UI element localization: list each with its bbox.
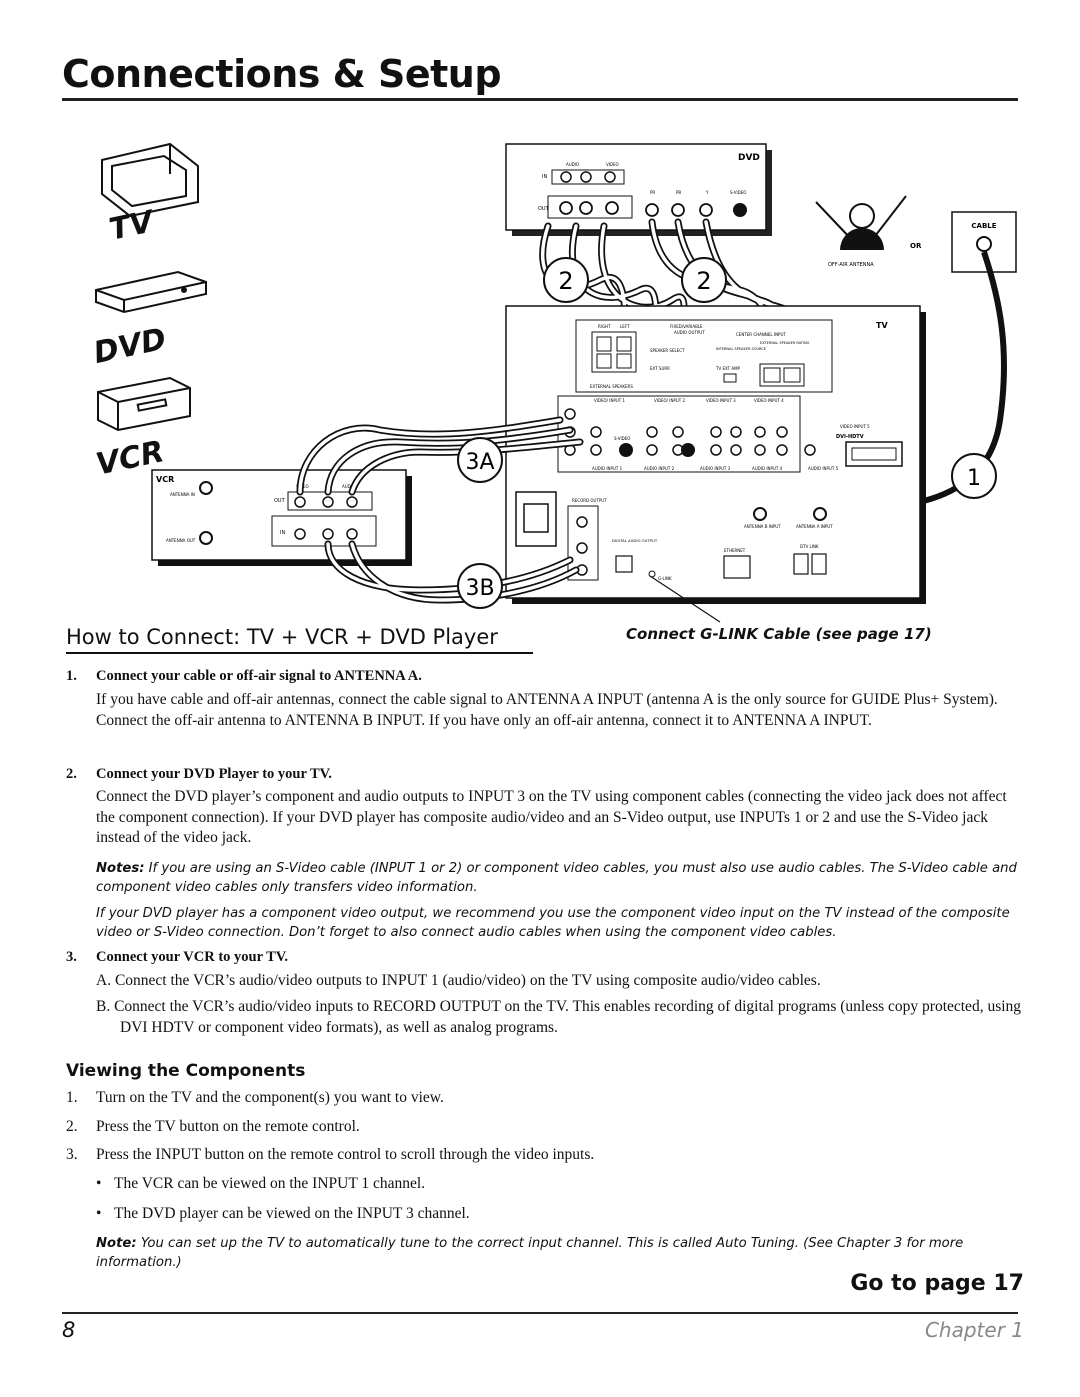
- callout-dvd-2-left: 2: [543, 257, 589, 303]
- tv-audio-input-1-label: AUDIO INPUT 1: [592, 466, 623, 471]
- svg-text:1: 1: [967, 466, 981, 491]
- step-3-heading: 3.Connect your VCR to your TV.: [66, 949, 289, 965]
- vcr-to-tv-cables: [296, 416, 584, 604]
- dvd-panel-title: DVD: [738, 153, 760, 163]
- tv-video-input-4-label: VIDEO INPUT 4: [754, 398, 784, 403]
- tv-antenna-a-label: ANTENNA A INPUT: [796, 524, 833, 529]
- tv-audio-input-4-label: AUDIO INPUT 4: [752, 466, 783, 471]
- tv-device-label: TV: [106, 204, 159, 248]
- chapter-label: Chapter 1: [924, 1318, 1024, 1342]
- callout-dvd-2-right: 2: [681, 257, 727, 303]
- page-number: 8: [62, 1318, 76, 1342]
- vcr-antenna-in-label: ANTENNA IN: [170, 492, 195, 497]
- dvd-player-icon: [95, 270, 207, 314]
- auto-tuning-note: Note: You can set up the TV to automatic…: [96, 1236, 964, 1270]
- tv-internal-speaker-label: INTERNAL SPEAKER SOURCE: [716, 347, 766, 351]
- vcr-audio-label: AUDIO: [342, 484, 355, 489]
- vcr-antenna-out-label: ANTENNA OUT: [166, 538, 196, 543]
- callout-3a: 3A: [457, 437, 503, 483]
- tv-audio-input-3-label: AUDIO INPUT 3: [700, 466, 731, 471]
- tv-center-channel-label: CENTER CHANNEL INPUT: [736, 332, 786, 337]
- svg-text:3A: 3A: [465, 450, 494, 475]
- tv-ethernet-label: ETHERNET: [724, 548, 746, 553]
- tv-panel-title: TV: [876, 321, 888, 330]
- tv-video-input-2-label: VIDEO/ INPUT 2: [654, 398, 686, 403]
- svg-text:2: 2: [558, 267, 573, 295]
- viewing-item-3: 3.Press the INPUT button on the remote c…: [66, 1146, 595, 1163]
- tv-dtv-link-label: DTV LINK: [800, 544, 819, 549]
- svg-text:3B: 3B: [465, 576, 494, 601]
- dvd-y-label: Y: [705, 190, 709, 195]
- dvd-pr-label: PR: [650, 190, 655, 195]
- glink-caption: Connect G-LINK Cable (see page 17): [626, 625, 932, 643]
- glink-pointer-line: [649, 575, 721, 623]
- vcr-panel-title: VCR: [156, 475, 174, 484]
- svg-text:2: 2: [696, 267, 711, 295]
- svg-text:CABLE: CABLE: [971, 222, 996, 230]
- tv-ext-surr-label: EXT SURR: [650, 366, 670, 371]
- callout-3b: 3B: [457, 563, 503, 609]
- dvd-back-panel: DVD IN OUT AUDIO VIDEO PR PB Y S-VIDEO: [505, 143, 772, 236]
- tv-digital-audio-label: DIGITAL AUDIO OUTPUT: [612, 538, 658, 543]
- tv-audio-input-2-label: AUDIO INPUT 2: [644, 466, 675, 471]
- step-2-text: Connect the DVD player’s component and a…: [96, 788, 1007, 846]
- tv-external-speakers-label: EXTERNAL SPEAKERS: [590, 384, 633, 389]
- step-3b-text: B. Connect the VCR’s audio/video inputs …: [96, 998, 1022, 1036]
- dvd-svideo-label: S-VIDEO: [730, 190, 746, 195]
- notes-1: Notes: If you are using an S-Video cable…: [96, 861, 1017, 895]
- dvd-pb-label: PB: [676, 190, 681, 195]
- viewing-bullet-1: •The VCR can be viewed on the INPUT 1 ch…: [96, 1175, 426, 1192]
- section-heading: How to Connect: TV + VCR + DVD Player: [66, 625, 498, 649]
- tv-antenna-b-label: ANTENNA B INPUT: [744, 524, 781, 529]
- vcr-in-label: IN: [280, 530, 285, 536]
- dvd-in-label: IN: [542, 174, 547, 180]
- dvd-out-label: OUT: [538, 206, 550, 212]
- tv-dvi-hdtv-label: DVI-HDTV: [836, 434, 864, 440]
- page-title: Connections & Setup: [62, 52, 502, 96]
- tv-fixed-variable-label: FIXED/VARIABLE: [670, 324, 703, 329]
- tv-left-label: LEFT: [620, 324, 630, 329]
- or-label: OR: [910, 242, 922, 250]
- footer-rule: [62, 1312, 1018, 1314]
- tv-icon: [101, 142, 199, 218]
- viewing-heading: Viewing the Components: [66, 1061, 306, 1081]
- tv-ext-amp-label: TV EXT AMP: [715, 366, 741, 371]
- tv-video-input-3-label: VIDEO INPUT 3: [706, 398, 736, 403]
- vcr-out-label: OUT: [274, 498, 286, 504]
- step-1-heading: 1.Connect your cable or off-air signal t…: [66, 668, 422, 684]
- tv-right-label: RIGHT: [598, 324, 611, 329]
- tv-glink-label: G-LINK: [658, 576, 672, 581]
- tv-ext-speaker-rating-label: EXTERNAL SPEAKER RATING: [760, 341, 810, 345]
- tv-audio-output-label: AUDIO OUTPUT: [674, 330, 705, 335]
- cable-wall-outlet: CABLE: [951, 211, 1017, 273]
- go-to-page-link[interactable]: Go to page 17: [850, 1271, 1024, 1296]
- step-1-text: If you have cable and off-air antennas, …: [96, 691, 998, 729]
- callout-1: 1: [951, 453, 997, 499]
- vcr-icon: [97, 376, 191, 432]
- off-air-antenna-label: OFF-AIR ANTENNA: [828, 262, 874, 268]
- notes-2: If your DVD player has a component video…: [96, 906, 1010, 940]
- connection-diagram: TV DVD VCR DVD IN OUT AUDIO VIDEO PR PB …: [91, 142, 1017, 623]
- vcr-back-panel: VCR ANTENNA IN ANTENNA OUT OUT IN VIDEO …: [151, 469, 412, 566]
- tv-audio-input-5-label: AUDIO INPUT 5: [808, 466, 839, 471]
- step-2-heading: 2.Connect your DVD Player to your TV.: [66, 766, 332, 782]
- tv-video-input-1-label: VIDEO/ INPUT 1: [594, 398, 626, 403]
- dvd-device-label: DVD: [91, 322, 170, 371]
- dvd-audio-label: AUDIO: [566, 162, 579, 167]
- tv-record-output-label: RECORD OUTPUT: [572, 498, 607, 503]
- viewing-item-2: 2.Press the TV button on the remote cont…: [66, 1118, 360, 1135]
- section-heading-rule: [66, 652, 533, 654]
- viewing-bullet-2: •The DVD player can be viewed on the INP…: [96, 1205, 470, 1222]
- title-rule: [62, 98, 1018, 101]
- tv-svideo-label: S-VIDEO: [614, 436, 630, 441]
- dvd-video-label: VIDEO: [606, 162, 619, 167]
- step-3a-text: A. Connect the VCR’s audio/video outputs…: [96, 972, 821, 989]
- tv-speaker-select-label: SPEAKER SELECT: [650, 348, 685, 353]
- viewing-item-1: 1.Turn on the TV and the component(s) yo…: [66, 1089, 444, 1106]
- tv-back-panel: TV RIGHT LEFT FIXED/VARIABLE AUDIO OUTPU…: [505, 305, 926, 604]
- off-air-antenna-icon: [815, 195, 907, 250]
- tv-video-input-5-label: VIDEO INPUT 5: [840, 424, 870, 429]
